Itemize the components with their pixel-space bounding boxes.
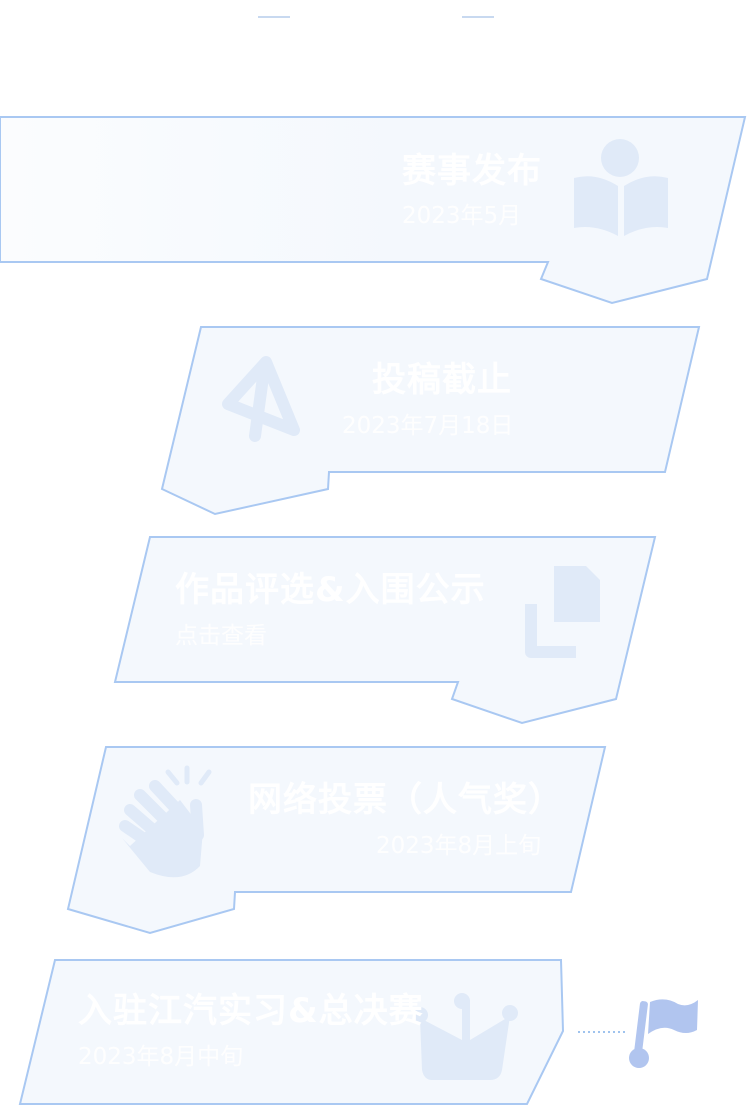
stage-card-4-shape [66,746,607,935]
stage-card-1[interactable] [0,117,745,277]
stage-title-2: 投稿截止 [372,360,512,400]
view-details-link[interactable]: 点击查看 [175,623,267,649]
open-book-reader-icon [574,139,668,236]
flag-icon [629,999,698,1068]
stage-date-2: 2023年7月18日 [342,413,514,439]
stage-card-1-shape [0,116,747,305]
stage-title-3: 作品评选&入围公示 [175,570,486,610]
crown-icon [412,993,518,1080]
stage-title-5: 入驻江汽实习&总决赛 [78,991,424,1031]
stage-title-1: 赛事发布 [402,151,542,191]
paper-plane-icon [222,356,300,442]
document-copy-icon [525,566,600,658]
stage-card-2-shape [160,326,701,516]
stage-date-5: 2023年8月中旬 [78,1044,244,1070]
stage-date-1: 2023年5月 [402,203,522,229]
clapping-hand-icon [119,765,212,878]
stage-card-5[interactable] [20,960,563,1104]
stage-date-4: 2023年8月上旬 [376,833,542,859]
stage-title-4: 网络投票（人气奖） [248,780,563,820]
stage-card-3-shape [113,536,657,725]
